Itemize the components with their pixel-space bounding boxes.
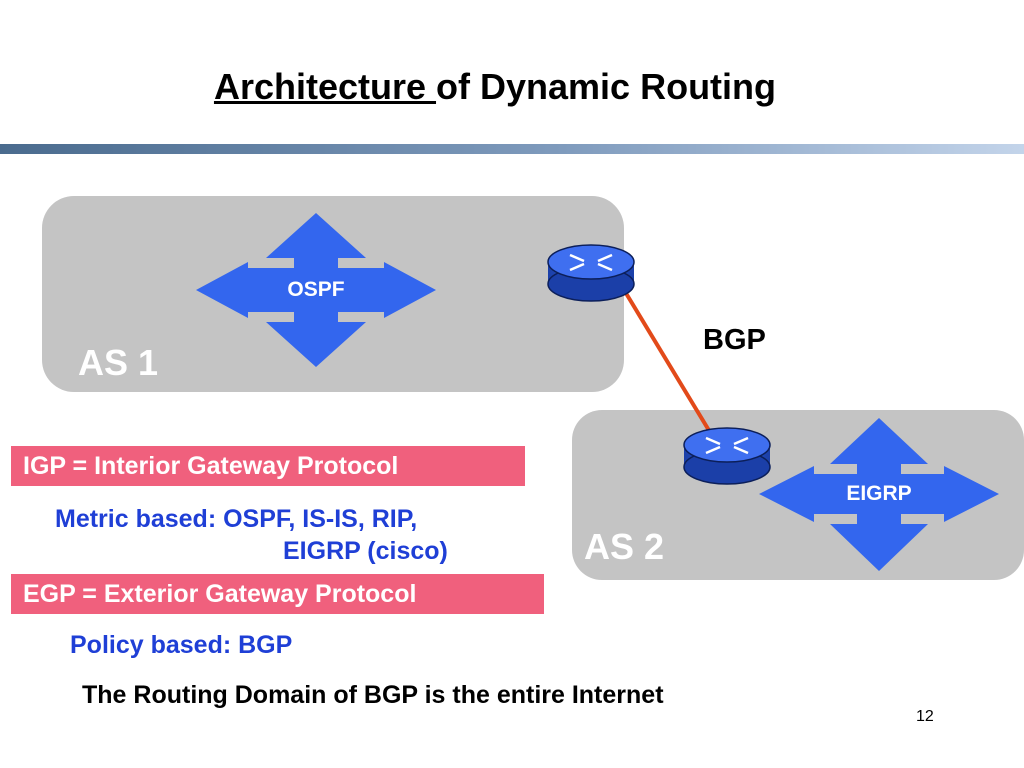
title-underlined-part: Architecture: [213, 66, 437, 107]
egp-examples: Policy based: BGP: [70, 631, 293, 659]
four-way-arrow-icon: [759, 418, 999, 571]
footer-statement: The Routing Domain of BGP is the entire …: [82, 681, 664, 709]
title-divider: [0, 144, 1024, 154]
router-icon: [547, 244, 635, 302]
bgp-link-label: BGP: [703, 324, 766, 356]
as1-label: AS 1: [78, 342, 159, 383]
igp-examples-line1: Metric based: OSPF, IS-IS, RIP,: [55, 505, 418, 533]
as2-label: AS 2: [584, 526, 665, 567]
router-icon: [683, 427, 771, 485]
slide-title: Architecture of Dynamic Routing: [0, 66, 990, 108]
page-number: 12: [916, 708, 934, 725]
bgp-link: [616, 278, 724, 454]
eigrp-label: EIGRP: [846, 482, 912, 505]
igp-examples-line2: EIGRP (cisco): [283, 537, 448, 565]
ospf-label: OSPF: [287, 278, 345, 301]
egp-definition: EGP = Exterior Gateway Protocol: [11, 574, 544, 614]
title-rest: of Dynamic Routing: [436, 66, 777, 107]
igp-definition: IGP = Interior Gateway Protocol: [11, 446, 525, 486]
four-way-arrow-icon: [196, 213, 436, 367]
